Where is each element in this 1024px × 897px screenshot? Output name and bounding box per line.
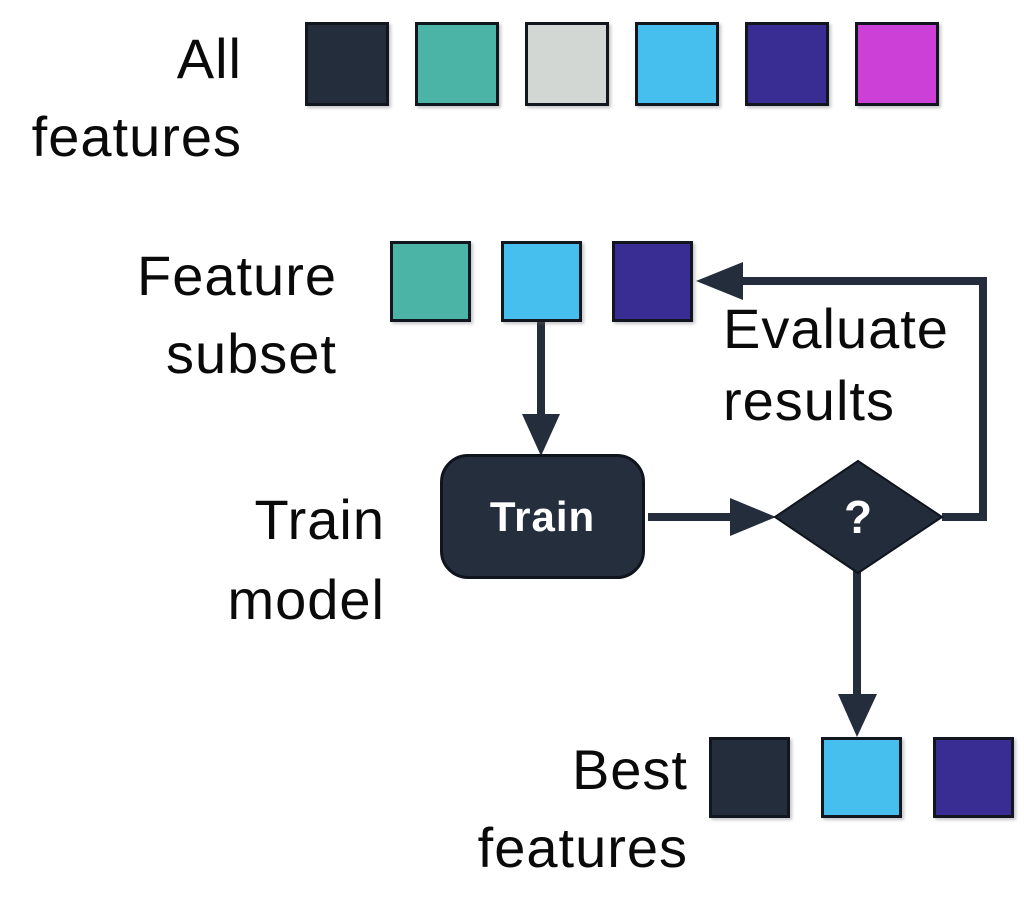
best-features-label-line2: features (477, 816, 688, 879)
feature-subset-label: Feature subset (37, 237, 337, 393)
feature-subset-squares (390, 241, 693, 322)
all-features-label: All features (0, 20, 242, 176)
feature-square-teal (390, 241, 471, 322)
feature-subset-label-line1: Feature (137, 244, 337, 307)
feature-square-indigo (612, 241, 693, 322)
arrow-train-to-decision-head-icon (730, 498, 776, 536)
feature-square-sky-blue (821, 737, 902, 818)
feature-square-sky-blue (635, 22, 719, 106)
evaluate-results-label-line2: results (723, 369, 895, 432)
arrow-evaluate-loop-head-icon (696, 262, 743, 300)
decision-diamond-label: ? (844, 491, 872, 543)
train-model-label: Train model (85, 480, 385, 640)
arrow-decision-to-best-head-icon (838, 694, 877, 737)
best-features-label: Best features (388, 731, 688, 887)
evaluate-results-label-line1: Evaluate (723, 297, 949, 360)
feature-square-light-gray (525, 22, 609, 106)
feature-square-dark-navy (305, 22, 389, 106)
all-features-squares (305, 22, 939, 106)
train-node-label: Train (489, 492, 596, 540)
all-features-label-line2: features (31, 105, 242, 168)
best-features-label-line1: Best (571, 738, 688, 801)
feature-square-dark-navy (709, 737, 790, 818)
all-features-label-line1: All (176, 27, 242, 90)
feature-square-indigo (933, 737, 1014, 818)
feature-square-indigo (745, 22, 829, 106)
feature-square-magenta (855, 22, 939, 106)
arrow-subset-to-train-head-icon (522, 414, 560, 456)
decision-diamond (773, 459, 944, 575)
feature-square-sky-blue (501, 241, 582, 322)
feature-square-teal (415, 22, 499, 106)
train-model-label-line1: Train (254, 488, 385, 551)
arrow-evaluate-loop-line (742, 277, 987, 521)
train-model-label-line2: model (227, 568, 385, 631)
evaluate-results-label: Evaluate results (723, 293, 949, 437)
best-features-squares (709, 737, 1014, 818)
train-node: Train (440, 454, 645, 579)
feature-subset-label-line2: subset (166, 322, 337, 385)
